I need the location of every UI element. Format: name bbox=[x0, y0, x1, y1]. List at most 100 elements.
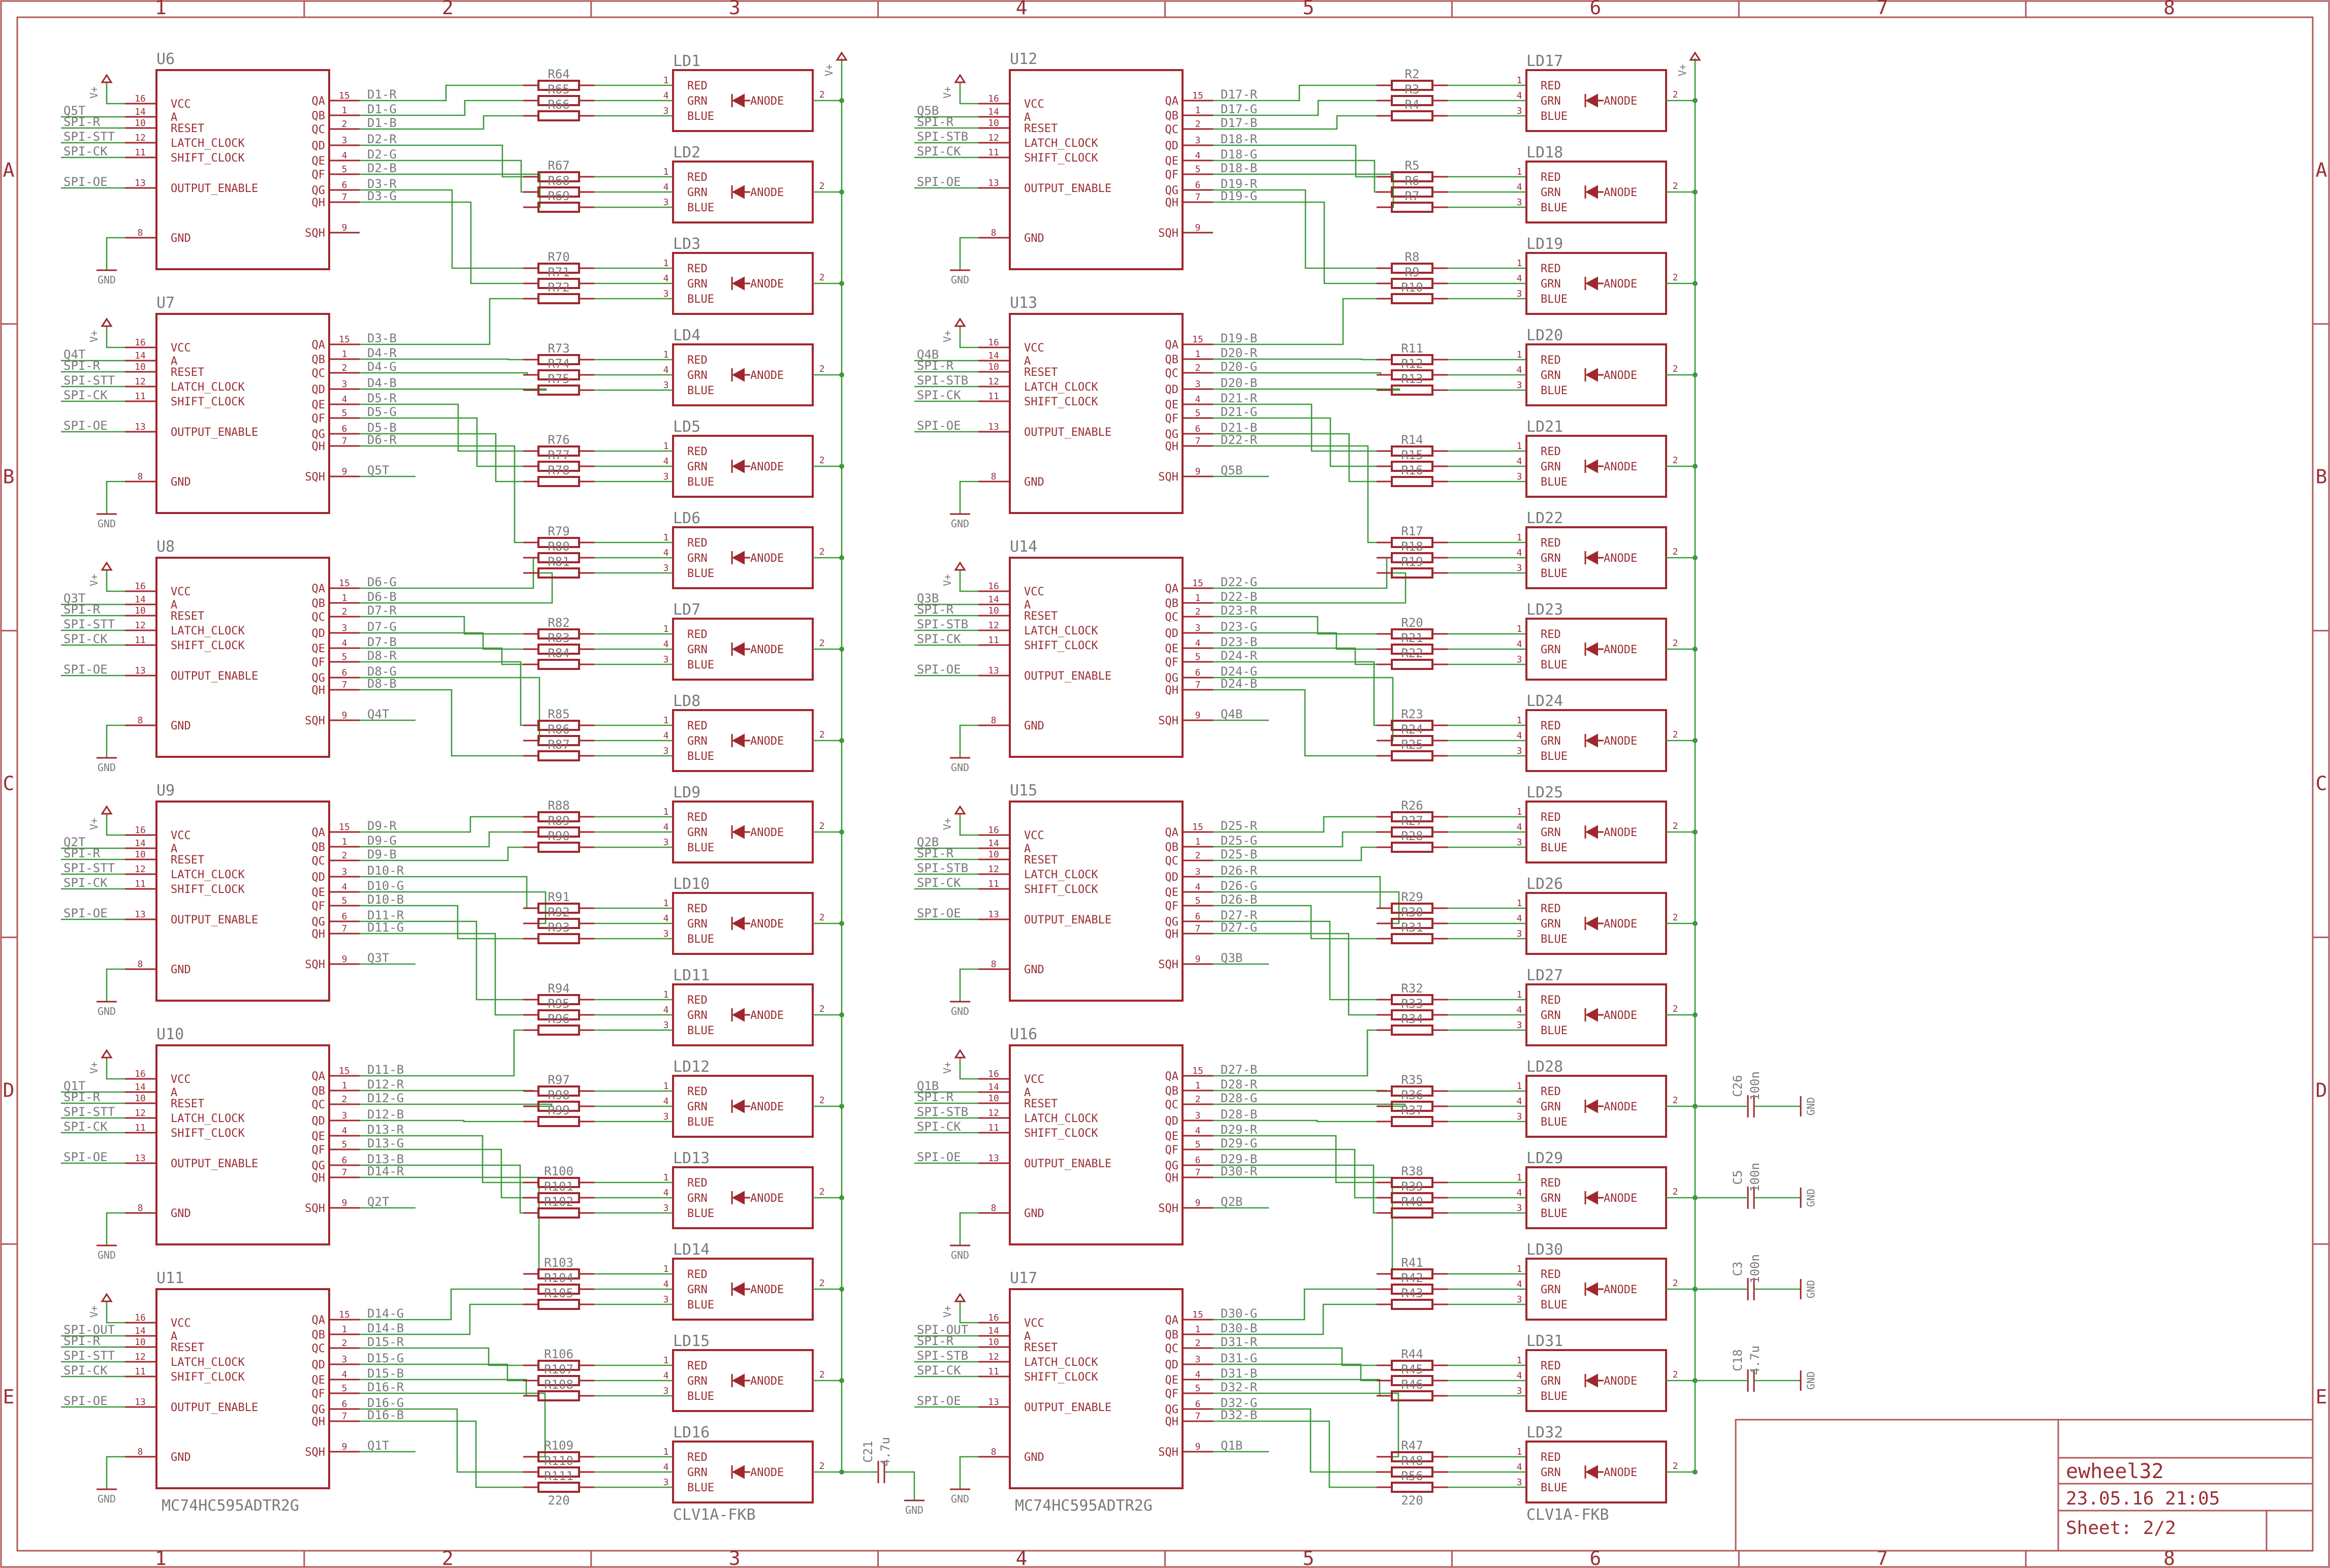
output-net-label: D25-B bbox=[1221, 847, 1257, 861]
led-pin-number: 2 bbox=[1673, 1461, 1678, 1471]
led-pin-number: 4 bbox=[1517, 90, 1522, 101]
led-pin-label: BLUE bbox=[687, 1390, 714, 1403]
ic-pin-label: QG bbox=[312, 428, 326, 441]
output-net-wire bbox=[1213, 84, 1377, 102]
input-net-label: SPI-STT bbox=[63, 617, 115, 631]
output-net-label: D5-R bbox=[367, 391, 397, 405]
led-pin-number: 4 bbox=[663, 1279, 669, 1290]
ic-pin-label: QC bbox=[1165, 1099, 1179, 1111]
junction-dot bbox=[839, 1378, 844, 1383]
led-pin-number: 1 bbox=[1517, 75, 1522, 86]
ic-pin-label: LATCH_CLOCK bbox=[1024, 625, 1098, 637]
ic-pin-number: 4 bbox=[342, 1126, 347, 1136]
ic-pin-number: 14 bbox=[135, 1082, 146, 1093]
gnd-wire bbox=[959, 481, 978, 514]
resistor-r2: R2 bbox=[1377, 67, 1526, 91]
diode-icon bbox=[1585, 1008, 1598, 1022]
ic-pin-label: OUTPUT_ENABLE bbox=[1024, 1158, 1111, 1170]
resistor-r36: R36 bbox=[1377, 1088, 1526, 1112]
output-net-label: D21-R bbox=[1221, 391, 1258, 405]
resistor-reference: R92 bbox=[548, 905, 569, 919]
input-net-label: SPI-R bbox=[63, 846, 101, 860]
diode-icon bbox=[731, 459, 745, 473]
ic-pin-label: SHIFT_CLOCK bbox=[1024, 883, 1098, 896]
led-pin-number: 1 bbox=[1517, 715, 1522, 726]
led-pin-label: GRN bbox=[1541, 644, 1561, 656]
junction-dot bbox=[839, 464, 844, 469]
ic-pin-label: RESET bbox=[171, 1098, 204, 1110]
led-pin-label: ANODE bbox=[1604, 1466, 1637, 1479]
output-net-label: D18-R bbox=[1221, 132, 1258, 146]
ic-pin-number: 7 bbox=[342, 680, 347, 690]
resistor-reference: R39 bbox=[1401, 1179, 1423, 1194]
output-net-label: D9-R bbox=[367, 819, 397, 833]
supply-symbol: V+ bbox=[88, 317, 113, 342]
led-pin-label: RED bbox=[1541, 354, 1561, 367]
junction-dot bbox=[1693, 1104, 1698, 1109]
led-pin-label: ANODE bbox=[1604, 461, 1637, 473]
led-pin-label: GRN bbox=[687, 644, 708, 656]
gnd-wire bbox=[959, 724, 978, 758]
resistor-reference: R98 bbox=[548, 1088, 569, 1102]
ground-symbol: GND bbox=[950, 269, 970, 286]
resistor-body bbox=[1391, 1482, 1433, 1493]
column-marker: 2 bbox=[442, 1547, 454, 1568]
row-marker: E bbox=[3, 1386, 15, 1408]
supply-label: V+ bbox=[88, 330, 100, 342]
ic-pin-number: 7 bbox=[342, 1411, 347, 1422]
resistor-r13: R13 bbox=[1377, 372, 1526, 396]
resistor-reference: R83 bbox=[548, 631, 569, 645]
resistor-reference: R41 bbox=[1401, 1256, 1423, 1270]
led-pin-label: ANODE bbox=[1604, 552, 1637, 565]
led-reference: LD1 bbox=[673, 52, 700, 70]
led-pin-number: 2 bbox=[819, 272, 825, 283]
ic-pin-label: RESET bbox=[1024, 610, 1058, 623]
output-net-label: D29-G bbox=[1221, 1136, 1257, 1150]
ic-pin-number: 9 bbox=[1195, 1198, 1201, 1208]
led-reference: LD25 bbox=[1526, 784, 1563, 802]
ic-pin-label: SQH bbox=[305, 1446, 325, 1459]
ground-label: GND bbox=[951, 1249, 969, 1261]
led-pin-label: RED bbox=[1541, 628, 1561, 641]
led-pin-label: ANODE bbox=[750, 461, 784, 473]
led-pin-label: ANODE bbox=[750, 1466, 784, 1479]
ic-pin-number: 8 bbox=[991, 1203, 997, 1213]
ic-pin-number: 1 bbox=[342, 349, 347, 360]
input-net-label: SPI-OE bbox=[917, 419, 961, 433]
led-pin-label: GRN bbox=[1541, 186, 1561, 199]
diode-icon bbox=[1585, 93, 1598, 108]
led-pin-label: GRN bbox=[687, 735, 708, 748]
led-pin-label: BLUE bbox=[1541, 1482, 1568, 1494]
led-pin-number: 3 bbox=[663, 837, 669, 848]
output-net-wire bbox=[360, 298, 523, 345]
column-marker: 5 bbox=[1302, 1547, 1314, 1568]
led-pin-label: RED bbox=[687, 354, 708, 367]
ic-pin-label: OUTPUT_ENABLE bbox=[171, 670, 258, 683]
ic-pin-number: 11 bbox=[988, 147, 999, 158]
resistor-reference: R32 bbox=[1401, 981, 1423, 996]
column-marker: 6 bbox=[1589, 0, 1601, 19]
shift-register-u12: U12VCC16A14Q5BRESET10SPI-RLATCH_CLOCK12S… bbox=[914, 50, 1394, 286]
input-net-label: SPI-OE bbox=[917, 175, 961, 189]
led-pin-label: RED bbox=[687, 628, 708, 641]
led-pin-label: GRN bbox=[687, 1192, 708, 1205]
led-pin-number: 1 bbox=[1517, 1355, 1522, 1366]
supply-label: V+ bbox=[941, 1062, 953, 1074]
led-pin-number: 2 bbox=[1673, 821, 1678, 831]
vcc-wire bbox=[106, 326, 125, 348]
ic-pin-label: QD bbox=[1165, 627, 1179, 640]
output-net-wire bbox=[360, 616, 523, 635]
output-net-label: D1-G bbox=[367, 102, 397, 116]
led-pin-number: 2 bbox=[819, 181, 825, 191]
resistor-r18: R18 bbox=[1377, 539, 1526, 563]
ic-pin-number: 10 bbox=[135, 362, 146, 372]
ic-pin-label: QB bbox=[1165, 841, 1179, 854]
resistor-reference: R87 bbox=[548, 738, 569, 752]
led-pin-label: GRN bbox=[1541, 552, 1561, 565]
resistor-r45: R45 bbox=[1377, 1362, 1526, 1386]
led-reference: LD3 bbox=[673, 235, 700, 253]
capacitor-value: 100n bbox=[1748, 1163, 1762, 1192]
output-net-label: D32-R bbox=[1221, 1380, 1258, 1394]
